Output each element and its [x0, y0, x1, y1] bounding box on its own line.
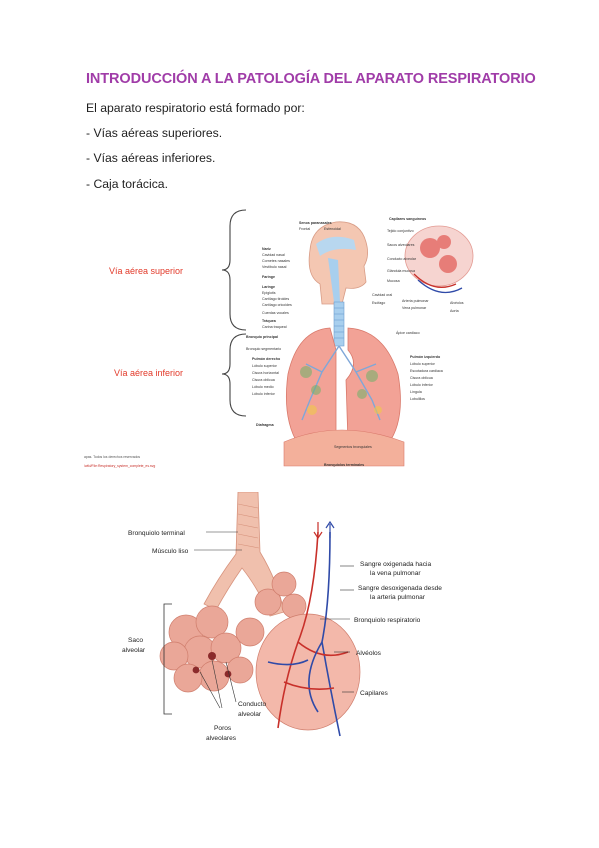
svg-text:Sacos alveolares: Sacos alveolares	[387, 243, 415, 247]
trachea	[333, 301, 345, 347]
svg-text:Cisura horizontal: Cisura horizontal	[252, 371, 279, 375]
svg-text:Lóbulo superior: Lóbulo superior	[252, 364, 278, 368]
region-label-upper: Vía aérea superior	[109, 266, 183, 276]
svg-text:Bronquiolos terminales: Bronquiolos terminales	[324, 463, 364, 467]
svg-text:Cavidad nasal: Cavidad nasal	[262, 253, 285, 257]
label-deoxygenated-blood: Sangre desoxigenada desde	[358, 585, 442, 592]
svg-text:Vena pulmonar: Vena pulmonar	[402, 306, 427, 310]
alveolus-inset	[404, 225, 474, 287]
alveoli-figure: Bronquiolo terminal Músculo liso Sangre …	[108, 492, 453, 752]
svg-text:Capilares sanguíneos: Capilares sanguíneos	[389, 217, 426, 221]
svg-text:Esfenoidal: Esfenoidal	[324, 227, 341, 231]
arrow-up	[325, 520, 335, 538]
list-item: - Caja torácica.	[86, 177, 168, 191]
svg-text:Epiglotis: Epiglotis	[262, 291, 276, 295]
svg-text:la arteria pulmonar: la arteria pulmonar	[370, 594, 426, 601]
svg-text:Pulmón izquierdo: Pulmón izquierdo	[410, 355, 441, 359]
label-alveolar-duct: Conducto	[238, 701, 267, 708]
label-smooth-muscle: Músculo liso	[152, 548, 189, 555]
svg-text:la vena pulmonar: la vena pulmonar	[370, 570, 421, 577]
alveolar-sac	[159, 571, 307, 693]
arrow-down	[313, 522, 323, 540]
svg-text:Esófago: Esófago	[372, 301, 385, 305]
diaphragm	[283, 429, 405, 467]
svg-text:Segmentos bronquiales: Segmentos bronquiales	[334, 445, 372, 449]
svg-text:Frontal: Frontal	[299, 227, 310, 231]
svg-text:Pulmón derecho: Pulmón derecho	[252, 357, 281, 361]
svg-text:Faringe: Faringe	[262, 275, 275, 279]
svg-text:Nariz: Nariz	[262, 247, 271, 251]
label-alveolar-pores: Poros	[214, 725, 232, 732]
svg-text:Língula: Língula	[410, 390, 422, 394]
label-capillaries: Capilares	[360, 690, 389, 697]
svg-text:alveolares: alveolares	[206, 735, 237, 742]
alveoli-cluster	[255, 613, 361, 731]
svg-text:Lobulillos: Lobulillos	[410, 397, 425, 401]
svg-text:Vestíbulo nasal: Vestíbulo nasal	[262, 265, 287, 269]
intro-paragraph: El aparato respiratorio está formado por…	[86, 101, 305, 115]
svg-text:Aorta: Aorta	[450, 309, 459, 313]
figure-credit: apas. Todos los derechos reservados	[84, 455, 140, 459]
svg-text:alveolar: alveolar	[238, 711, 262, 718]
page-title: INTRODUCCIÓN A LA PATOLOGÍA DEL APARATO …	[86, 71, 536, 87]
svg-text:Cavidad oral: Cavidad oral	[372, 293, 392, 297]
svg-text:Diafragma: Diafragma	[256, 423, 275, 427]
svg-text:Mucosa: Mucosa	[387, 279, 400, 283]
svg-text:Tejido conjuntivo: Tejido conjuntivo	[387, 229, 414, 233]
label-oxygenated-blood: Sangre oxigenada hacia	[360, 561, 431, 568]
svg-text:Carina traqueal: Carina traqueal	[262, 325, 287, 329]
region-label-lower: Vía aérea inferior	[114, 368, 183, 378]
svg-text:Ápice cardiaco: Ápice cardiaco	[396, 331, 420, 335]
svg-text:Cisura oblicua: Cisura oblicua	[252, 378, 275, 382]
brace-upper	[221, 209, 247, 331]
svg-text:Cornetes nasales: Cornetes nasales	[262, 259, 290, 263]
svg-text:Lóbulo inferior: Lóbulo inferior	[410, 383, 434, 387]
alveolar-pore	[192, 652, 232, 678]
svg-text:Escotadura cardiaca: Escotadura cardiaca	[410, 369, 443, 373]
respiratory-system-figure: Vía aérea superior Vía aérea inferior	[84, 204, 484, 472]
svg-text:Lóbulo inferior: Lóbulo inferior	[252, 392, 276, 396]
svg-text:Alvéolos: Alvéolos	[450, 301, 464, 305]
smooth-muscle	[237, 503, 260, 549]
brace-lower	[221, 333, 247, 417]
svg-text:Bronquio principal: Bronquio principal	[246, 335, 278, 339]
blood-vessels	[267, 531, 349, 737]
svg-text:Cuerdas vocales: Cuerdas vocales	[262, 311, 289, 315]
svg-text:Arteria pulmonar: Arteria pulmonar	[402, 299, 429, 303]
label-terminal-bronchiole: Bronquiolo terminal	[128, 530, 185, 537]
svg-text:Tráquea: Tráquea	[262, 319, 277, 323]
figure-credit-link: /wiki/File:Respiratory_system_complete_e…	[84, 464, 155, 468]
svg-text:Senos paranasales: Senos paranasales	[299, 221, 332, 225]
list-item: - Vías aéreas inferiores.	[86, 151, 216, 165]
svg-text:alveolar: alveolar	[122, 647, 146, 654]
pharynx	[328, 258, 340, 302]
list-item: - Vías aéreas superiores.	[86, 126, 223, 140]
label-alveoli: Alvéolos	[356, 650, 382, 657]
label-respiratory-bronchiole: Bronquiolo respiratorio	[354, 617, 421, 624]
svg-text:Cartílago cricoides: Cartílago cricoides	[262, 303, 292, 307]
svg-text:Lóbulo medio: Lóbulo medio	[252, 385, 274, 389]
svg-text:Laringe: Laringe	[262, 285, 275, 289]
nasal-cavity	[316, 236, 356, 256]
svg-text:Lóbulo superior: Lóbulo superior	[410, 362, 436, 366]
svg-text:Cisura oblicua: Cisura oblicua	[410, 376, 433, 380]
svg-text:Conducto alveolar: Conducto alveolar	[387, 257, 417, 261]
svg-text:Glándula mucosa: Glándula mucosa	[387, 269, 415, 273]
svg-text:Cartílago tiroides: Cartílago tiroides	[262, 297, 289, 301]
label-alveolar-sac: Saco	[128, 637, 143, 644]
svg-text:Bronquio segmentario: Bronquio segmentario	[246, 347, 281, 351]
